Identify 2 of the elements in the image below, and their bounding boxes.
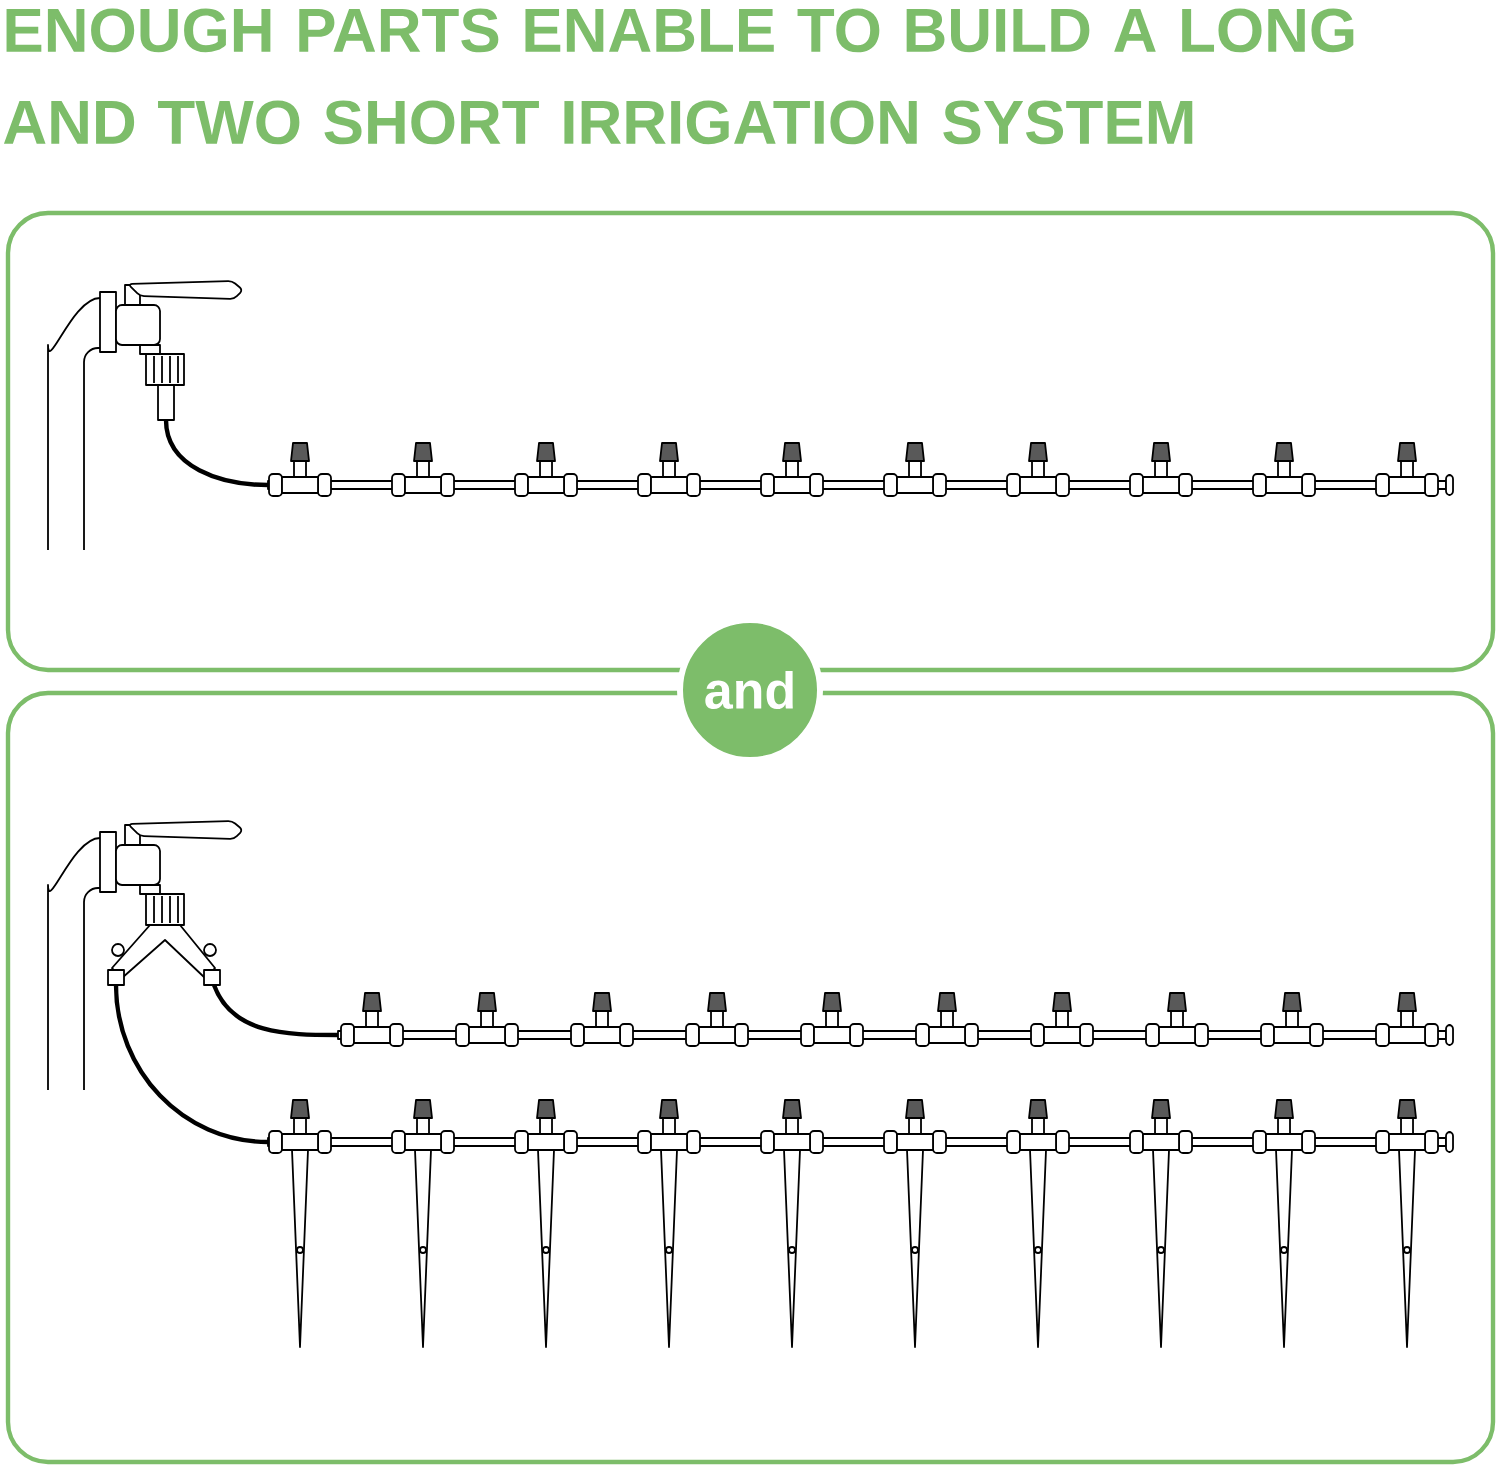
and-badge: and	[677, 617, 823, 763]
title: ENOUGH PARTS ENABLE TO BUILD A LONG AND TWO SHORT IRRIGATION SYSTEM	[3, 8, 1354, 145]
